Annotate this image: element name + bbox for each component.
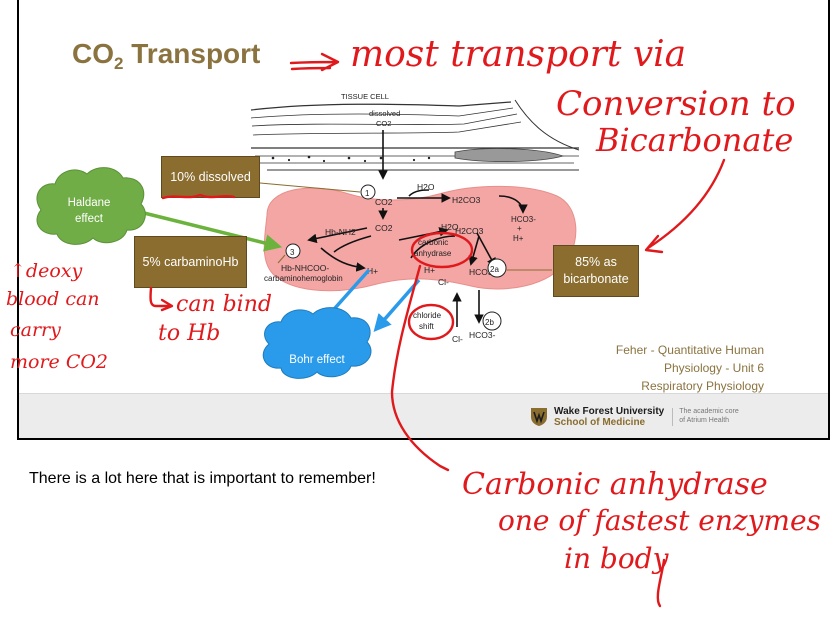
bohr-arrow-right: [373, 278, 421, 332]
svg-text:carbaminohemoglobin: carbaminohemoglobin: [264, 274, 343, 283]
reaction-labels: 1 CO2 H2O H2CO3 HCO3- + H+ Hb-NH2 CO2 3 …: [264, 182, 536, 344]
note-bottom-line3: in body: [564, 542, 670, 575]
wake-forest-logo: Wake Forest University School of Medicin…: [530, 406, 739, 428]
svg-text:chloride: chloride: [413, 311, 442, 320]
svg-text:2b: 2b: [485, 318, 494, 327]
note-bottom-line1: Carbonic anhydrase: [462, 467, 768, 502]
reaction-arrows: [307, 130, 528, 327]
svg-text:H2O: H2O: [417, 182, 435, 192]
carbamino-connector: [277, 254, 286, 264]
title-arrow: [289, 52, 340, 72]
bohr-cloud: Bohr effect: [262, 307, 372, 379]
svg-text:CO2: CO2: [375, 197, 393, 207]
slide-title: CO2 Transport: [72, 38, 261, 73]
note-top-line3: Bicarbonate: [595, 121, 793, 159]
svg-text:Hb-NH2: Hb-NH2: [325, 227, 356, 237]
svg-text:H2O: H2O: [441, 222, 459, 232]
slide: CO2 Transport: [17, 0, 830, 440]
note-top-line1: most transport via: [350, 34, 686, 75]
note-left-line3: carry: [10, 319, 61, 341]
shield-icon: [531, 408, 547, 426]
svg-text:H+: H+: [424, 265, 435, 275]
svg-text:anhydrase: anhydrase: [414, 249, 452, 258]
note-carbamino-line1: can bind: [176, 292, 272, 317]
svg-text:H+: H+: [367, 266, 378, 276]
note-top-line2: Conversion to: [556, 84, 796, 124]
haldane-arrow: [139, 210, 283, 252]
carbonic-anhydrase-circle: [410, 231, 474, 269]
svg-text:shift: shift: [419, 322, 434, 331]
svg-text:CO2: CO2: [376, 119, 391, 128]
svg-text:HCO3-: HCO3-: [469, 267, 496, 277]
note-carbamino-line2: to Hb: [158, 321, 220, 346]
dissolved-connector: [259, 182, 361, 193]
svg-text:effect: effect: [75, 213, 104, 225]
svg-text:Haldane: Haldane: [68, 197, 111, 209]
svg-text:+: +: [517, 224, 522, 233]
bicarbonate-ink-arrow: [644, 158, 726, 254]
svg-text:H2CO3: H2CO3: [452, 195, 481, 205]
svg-text:H+: H+: [513, 234, 524, 243]
svg-text:Hb-NHCOO-: Hb-NHCOO-: [281, 263, 329, 273]
note-left-line4: more CO2: [10, 351, 108, 373]
note-left-line2: blood can: [6, 288, 100, 310]
svg-text:HCO3-: HCO3-: [469, 330, 496, 340]
note-bottom-line2: one of fastest enzymes: [498, 504, 821, 537]
svg-text:H2CO3: H2CO3: [455, 226, 484, 236]
svg-text:dissolved: dissolved: [369, 109, 400, 118]
dissolved-underline: [161, 193, 236, 200]
carbamino-box: 5% carbaminoHb: [134, 236, 247, 288]
svg-text:Bohr effect: Bohr effect: [289, 354, 345, 366]
svg-text:3: 3: [290, 248, 295, 257]
svg-text:Cl-: Cl-: [438, 277, 449, 287]
svg-text:2a: 2a: [490, 265, 499, 274]
bicarbonate-box: 85% as bicarbonate: [553, 245, 639, 297]
dissolved-box: 10% dissolved: [161, 156, 260, 198]
svg-text:carbonic: carbonic: [418, 238, 448, 247]
chloride-shift-circle: [407, 303, 455, 341]
svg-text:Cl-: Cl-: [452, 334, 463, 344]
caption: There is a lot here that is important to…: [29, 470, 376, 487]
carbonic-ink-line: [390, 264, 450, 472]
note-left-line1: ↑deoxy: [10, 260, 82, 282]
haldane-cloud: Haldane effect: [36, 167, 146, 245]
svg-text:HCO3-: HCO3-: [511, 215, 536, 224]
note-bottom-tail: [656, 558, 666, 608]
svg-text:TISSUE CELL: TISSUE CELL: [341, 92, 389, 101]
slide-footer: [19, 393, 828, 438]
slide-credit: Feher - Quantitative Human Physiology - …: [615, 343, 764, 393]
tissue-cell-illustration: TISSUE CELL dissolved CO2: [250, 92, 580, 171]
svg-text:CO2: CO2: [375, 223, 393, 233]
svg-text:1: 1: [365, 189, 370, 198]
carbamino-ink-arrow: [149, 286, 174, 312]
